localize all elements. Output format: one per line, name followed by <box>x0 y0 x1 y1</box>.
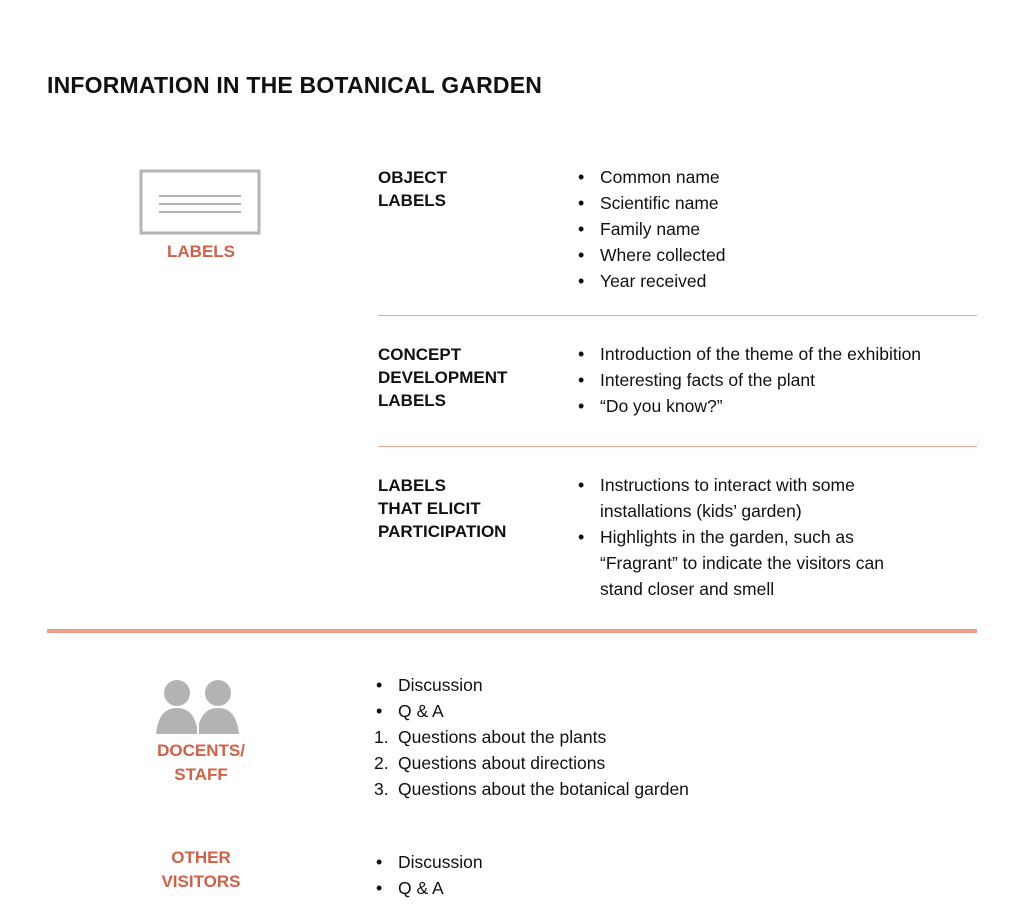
category-other-visitors: OTHER VISITORS <box>161 848 241 891</box>
item-number: 2. <box>374 753 389 773</box>
item-number: 1. <box>374 727 389 747</box>
row-heading-participation-labels: LABELS THAT ELICIT PARTICIPATION <box>378 476 507 541</box>
divider <box>378 315 977 316</box>
list-item: Year received <box>578 268 978 294</box>
list-item: Highlights in the garden, such as “Fragr… <box>578 524 923 602</box>
list-item: Family name <box>578 216 978 242</box>
people-icon <box>156 679 239 735</box>
list-item: Q & A <box>376 875 876 901</box>
list-item: Where collected <box>578 242 978 268</box>
list-item: Interesting facts of the plant <box>578 367 978 393</box>
label-card-icon <box>139 169 261 235</box>
list-item: Discussion <box>376 672 876 698</box>
list-item: 3. Questions about the botanical garden <box>374 776 874 802</box>
list-item: Instructions to interact with some insta… <box>578 472 923 524</box>
visitors-bullet-list: Discussion Q & A <box>376 849 876 901</box>
item-text: Questions about directions <box>398 753 606 773</box>
concept-labels-list: Introduction of the theme of the exhibit… <box>578 341 978 419</box>
section-divider <box>47 629 977 633</box>
docents-numbered-list: 1. Questions about the plants 2. Questions… <box>374 724 874 802</box>
list-item: 2. Questions about directions <box>374 750 874 776</box>
divider <box>378 446 977 447</box>
row-heading-object-labels: OBJECT LABELS <box>378 168 447 210</box>
item-text: Questions about the plants <box>398 727 607 747</box>
page-title: INFORMATION IN THE BOTANICAL GARDEN <box>47 72 543 98</box>
list-item: Discussion <box>376 849 876 875</box>
item-number: 3. <box>374 779 389 799</box>
item-text: Questions about the botanical garden <box>398 779 689 799</box>
list-item: 1. Questions about the plants <box>374 724 874 750</box>
list-item: Scientific name <box>578 190 978 216</box>
list-item: Q & A <box>376 698 876 724</box>
row-heading-concept-labels: CONCEPT DEVELOPMENT LABELS <box>378 345 508 410</box>
participation-labels-list: Instructions to interact with some insta… <box>578 472 923 602</box>
category-docents-staff: DOCENTS/ STAFF <box>157 741 245 784</box>
category-labels: LABELS <box>167 242 235 261</box>
list-item: Introduction of the theme of the exhibit… <box>578 341 978 367</box>
object-labels-list: Common name Scientific name Family name … <box>578 164 978 294</box>
docents-bullet-list: Discussion Q & A <box>376 672 876 724</box>
list-item: “Do you know?” <box>578 393 978 419</box>
list-item: Common name <box>578 164 978 190</box>
